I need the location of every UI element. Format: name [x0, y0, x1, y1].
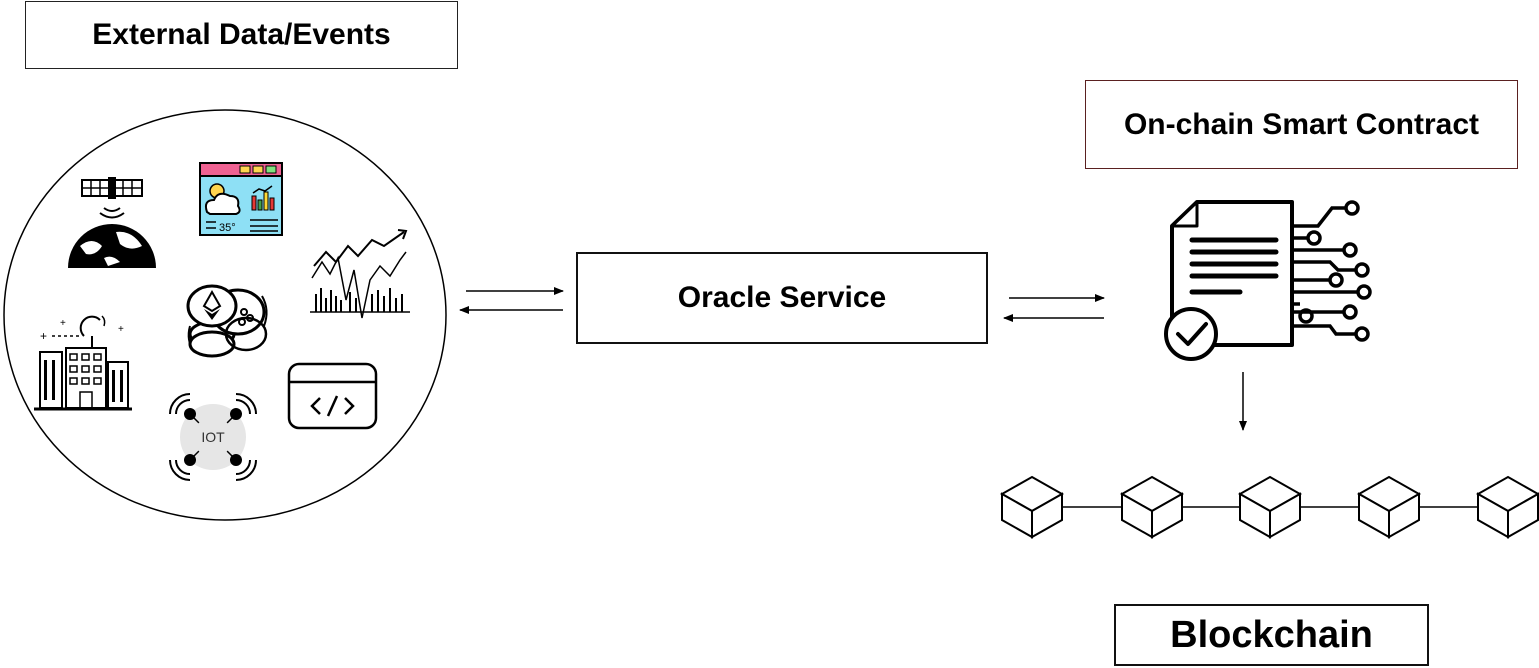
block-cube-icon: [1121, 476, 1183, 538]
block-cube-icon: [1239, 476, 1301, 538]
block-cube-icon: [1358, 476, 1420, 538]
iot-label: IOT: [201, 429, 225, 445]
smart-contract-label: On-chain Smart Contract: [1085, 80, 1518, 169]
smart-contract-document-icon: [1164, 200, 1372, 361]
satellite-earth-icon: [68, 177, 156, 268]
iot-device-icon: IOT: [169, 393, 257, 481]
block-cube-icon: [1477, 476, 1539, 538]
code-window-icon: [287, 362, 378, 430]
temperature-label: 35°: [219, 222, 236, 234]
crypto-coins-icon: [186, 284, 268, 358]
svg-text:+: +: [118, 324, 124, 335]
svg-text:+: +: [40, 329, 47, 343]
oracle-service-box: Oracle Service: [576, 252, 988, 344]
blockchain-label: Blockchain: [1114, 604, 1429, 666]
svg-text:+: +: [60, 318, 66, 329]
stock-chart-icon: [310, 229, 410, 319]
smart-building-icon: + + +: [34, 315, 132, 411]
external-data-events-label: External Data/Events: [25, 1, 458, 69]
block-cube-icon: [1001, 476, 1063, 538]
weather-dashboard-icon: 35°: [199, 162, 283, 236]
